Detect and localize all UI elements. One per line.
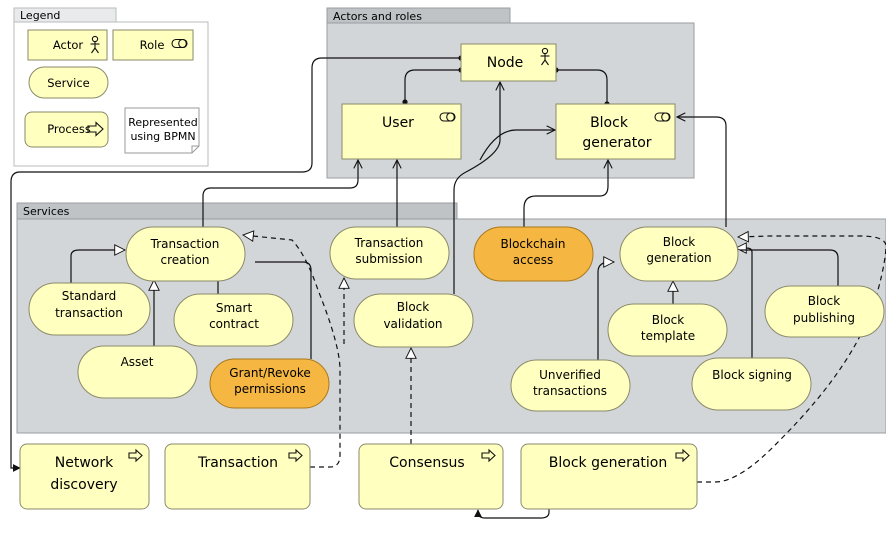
user-role: User — [341, 103, 462, 160]
service-standard-transaction: Standard transaction — [28, 282, 151, 336]
process-arrow-icon — [481, 448, 496, 463]
block-validation-line1: Block — [397, 300, 430, 314]
user-label: User — [382, 115, 414, 131]
blockchain-access-line2: access — [513, 253, 553, 267]
block-publishing-line1: Block — [808, 294, 841, 308]
process-consensus: Consensus — [358, 443, 504, 510]
block-publishing-line2: publishing — [793, 311, 855, 325]
grant-revoke-line2: permissions — [234, 382, 306, 396]
service-transaction-creation: Transaction creation — [125, 226, 246, 282]
service-unverified-transactions: Unverified transactions — [510, 359, 631, 412]
block-publishing-specialization — [740, 249, 839, 286]
service-smart-contract: Smart contract — [173, 293, 294, 347]
block-generation-process-label: Block generation — [549, 455, 667, 471]
actor-icon — [90, 35, 100, 54]
legend-actor: Actor — [27, 29, 108, 61]
legend-process-label: Process — [47, 122, 91, 136]
legend-note-line2: using BPMN — [130, 130, 195, 143]
service-blockchain-access: Blockchain access — [473, 226, 594, 282]
legend-service-label: Service — [47, 76, 90, 90]
process-network-discovery: Network discovery — [19, 443, 150, 510]
legend-actor-label: Actor — [53, 38, 84, 52]
node-blockgen-assignment — [553, 67, 610, 107]
node-label: Node — [487, 55, 524, 71]
network-discovery-line1: Network — [55, 455, 114, 471]
service-asset: Asset — [77, 345, 198, 399]
service-block-validation: Block validation — [353, 293, 474, 348]
unverified-tx-specialization — [597, 262, 614, 360]
process-arrow-icon — [128, 448, 143, 463]
legend-title: Legend — [20, 9, 60, 22]
block-signing-label: Block signing — [712, 368, 792, 382]
blockchain-access-line1: Blockchain — [501, 237, 566, 251]
blockvalidation-blockgen-serving — [479, 130, 555, 161]
actor-icon — [540, 47, 550, 66]
smart-contract-line2: contract — [209, 317, 259, 331]
blockchainaccess-blockgen-serving — [523, 160, 608, 227]
asset-label: Asset — [121, 355, 154, 369]
service-block-template: Block template — [607, 303, 728, 357]
block-generation-line2: generation — [646, 251, 711, 265]
process-transaction: Transaction — [164, 443, 311, 510]
role-icon — [171, 38, 188, 49]
block-generator-label-line1: Block — [590, 115, 629, 131]
legend-role-label: Role — [140, 38, 165, 52]
grant-revoke-line1: Grant/Revoke — [229, 366, 310, 380]
transaction-process-label: Transaction — [197, 455, 278, 471]
smart-contract-line1: Smart — [216, 301, 253, 315]
service-transaction-submission: Transaction submission — [329, 226, 450, 280]
block-generator-role: Block generator — [555, 103, 676, 160]
block-generation-line1: Block — [663, 235, 696, 249]
network-discovery-line2: discovery — [50, 477, 117, 493]
transaction-creation-line2: creation — [161, 253, 210, 267]
txcreation-user-serving — [202, 160, 358, 227]
block-validation-line2: validation — [383, 317, 442, 331]
blockgeneration-blockgen-serving — [677, 117, 727, 227]
process-arrow-icon — [288, 448, 303, 463]
node-actor: Node — [460, 43, 557, 82]
block-template-line2: template — [641, 329, 695, 343]
standard-transaction-line2: transaction — [55, 306, 123, 320]
services-title: Services — [23, 205, 70, 218]
standard-transaction-line1: Standard — [62, 289, 117, 303]
service-block-publishing: Block publishing — [764, 285, 885, 338]
unverified-transactions-line1: Unverified — [539, 368, 601, 382]
legend-service: Service — [28, 66, 109, 99]
consensus-label: Consensus — [389, 455, 464, 471]
legend-note-line1: Represented — [128, 116, 197, 129]
service-block-generation: Block generation — [619, 226, 739, 282]
transaction-submission-line2: submission — [355, 252, 422, 266]
actors-roles-title: Actors and roles — [333, 10, 422, 23]
blockvalidation-node-serving — [453, 82, 500, 294]
process-arrow-icon — [675, 448, 690, 463]
block-signing-specialization — [736, 248, 753, 358]
legend-process: Process — [24, 111, 109, 148]
node-network-discovery-link — [10, 55, 464, 472]
role-icon — [439, 112, 456, 122]
standard-tx-specialization — [70, 250, 125, 283]
legend-note: Represented using BPMN — [124, 107, 200, 154]
block-generator-label-line2: generator — [582, 135, 651, 151]
service-block-signing: Block signing — [691, 357, 812, 411]
service-grant-revoke-permissions: Grant/Revoke permissions — [209, 358, 330, 409]
transaction-creation-line1: Transaction — [150, 237, 220, 251]
process-block-generation: Block generation — [520, 443, 698, 510]
transaction-submission-line1: Transaction — [354, 236, 424, 250]
grant-revoke-specialization — [255, 261, 312, 359]
block-template-line1: Block — [652, 313, 685, 327]
consensus-flow-blockgeneration — [474, 509, 550, 519]
unverified-transactions-line2: transactions — [533, 384, 607, 398]
transaction-realization — [243, 235, 341, 468]
legend-role: Role — [112, 29, 194, 61]
role-icon — [654, 112, 671, 122]
legend-group: Legend Actor Role Service — [13, 7, 209, 167]
